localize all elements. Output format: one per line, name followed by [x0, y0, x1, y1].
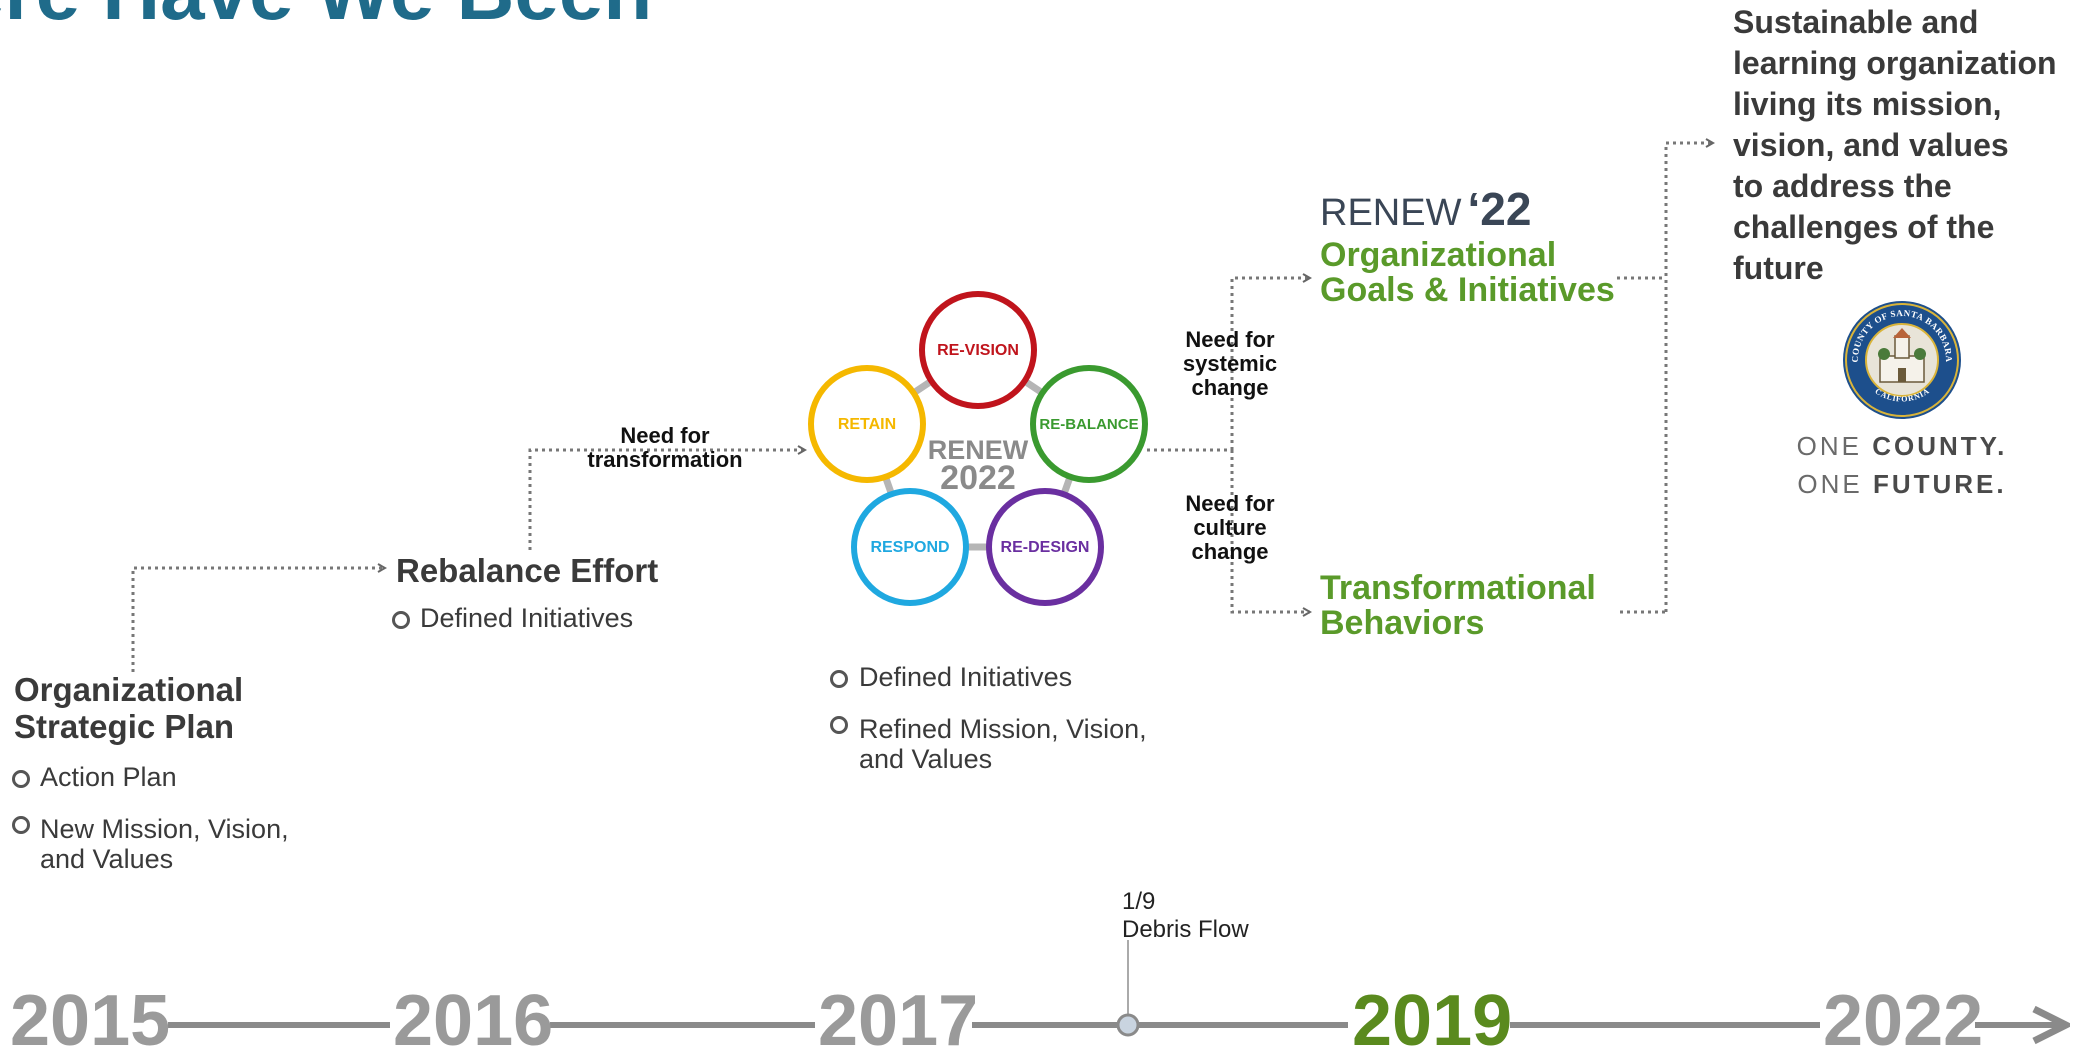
need-line: Need for: [620, 423, 710, 448]
behaviors-line2: Behaviors: [1320, 604, 1485, 643]
event-marker: [1116, 1013, 1140, 1037]
behaviors-heading: Transformational Behaviors: [1320, 569, 1596, 643]
event-date: 1/9: [1122, 888, 1156, 915]
goals-line1: Organizational: [1320, 236, 1557, 274]
osp-heading-line2: Strategic Plan: [14, 707, 235, 745]
outcome-text: Sustainable and learning organization li…: [1733, 2, 2057, 289]
osp-heading-line1: Organizational: [14, 671, 244, 708]
year-2022: 2022: [1823, 981, 1984, 1061]
connector-merge: [1664, 143, 1713, 612]
re-design-circle: [986, 488, 1104, 606]
outcome-line: Sustainable and: [1733, 4, 1979, 40]
year-2019: 2019: [1352, 981, 1513, 1061]
retain-label: RETAIN: [838, 416, 896, 433]
goals-line2: Goals & Initiatives: [1320, 271, 1615, 310]
year-2017: 2017: [818, 981, 979, 1061]
respond-circle: [851, 488, 969, 606]
respond-label: RESPOND: [870, 539, 949, 556]
outcome-line: learning organization: [1733, 44, 2057, 81]
county-seal-icon: COUNTY OF SANTA BARBARA CALIFORNIA: [1843, 301, 1961, 419]
bullet-circle-icon: [830, 670, 848, 688]
behaviors-line1: Transformational: [1320, 569, 1596, 607]
need-line: transformation: [587, 447, 743, 473]
goals-heading: Organizational Goals & Initiatives: [1320, 236, 1615, 310]
bullet-circle-icon: [12, 816, 30, 834]
need-line: culture: [1193, 515, 1267, 541]
bullet-circle-icon: [830, 716, 848, 734]
outcome-line: challenges of the: [1733, 208, 1995, 245]
need-line: Need for: [1185, 491, 1275, 516]
need-line: change: [1191, 375, 1269, 401]
renew22-year: ‘22: [1467, 183, 1532, 235]
need-transformation-label: Need for transformation: [565, 423, 765, 473]
re-design-label: RE-DESIGN: [1001, 539, 1090, 556]
connector-rebalance-to-renew: [528, 450, 805, 550]
re-balance-label: RE-BALANCE: [1039, 416, 1138, 433]
rebalance-heading: Rebalance Effort: [396, 552, 659, 589]
wheel-center-word: RENEW: [928, 435, 1029, 465]
need-culture-label: Need for culture change: [1170, 491, 1290, 565]
outcome-line: future: [1733, 249, 1824, 286]
year-2016: 2016: [393, 981, 554, 1061]
connector-branch-up: [1230, 278, 1310, 450]
need-line: change: [1191, 539, 1269, 565]
osp-heading: Organizational Strategic Plan: [14, 671, 244, 746]
county-slogan: ONE COUNTY. ONE FUTURE.: [1790, 428, 2014, 503]
connector-osp-to-rebalance: [131, 568, 385, 672]
retain-circle: [808, 365, 926, 483]
osp-bullet-text: New Mission, Vision,: [40, 814, 289, 844]
year-2015: 2015: [10, 981, 171, 1061]
renew-wheel-circles: [808, 291, 1148, 606]
renew-bullet-text-cont: and Values: [859, 744, 993, 775]
osp-bullet-text-cont: and Values: [40, 844, 174, 875]
re-vision-label: RE-VISION: [937, 342, 1019, 359]
slogan-line1: ONE COUNTY.: [1790, 428, 2014, 466]
renew-bullet-text: Refined Mission, Vision,: [859, 714, 1147, 744]
need-line: systemic: [1182, 351, 1278, 377]
slogan-one: ONE: [1797, 468, 1873, 499]
need-line: Need for: [1185, 327, 1275, 352]
need-systemic-label: Need for systemic change: [1170, 327, 1290, 401]
page-title: ere Have We Been: [0, 0, 652, 32]
bullet-circle-icon: [12, 770, 30, 788]
renew22-logo: RENEW‘22: [1320, 186, 1531, 232]
wheel-center-year: 2022: [940, 459, 1016, 497]
slogan-one: ONE: [1796, 431, 1873, 461]
debris-flow-event: 1/9 Debris Flow: [1122, 888, 1249, 943]
slogan-county: COUNTY.: [1872, 431, 2008, 461]
bullet-circle-icon: [392, 611, 410, 629]
outcome-line: to address the: [1733, 167, 1952, 204]
re-vision-circle: [919, 291, 1037, 409]
re-balance-circle: [1030, 365, 1148, 483]
outcome-line: vision, and values: [1733, 126, 2009, 163]
slogan-future: FUTURE.: [1872, 468, 2007, 499]
slogan-line2: ONE FUTURE.: [1790, 466, 2014, 504]
renew-bullet-text: Defined Initiatives: [859, 662, 1073, 692]
renew22-word: RENEW: [1320, 192, 1462, 234]
osp-bullet-text: Action Plan: [40, 762, 177, 792]
rebalance-bullet-text: Defined Initiatives: [420, 603, 634, 633]
event-label: Debris Flow: [1122, 915, 1249, 943]
connector-branch-down: [1230, 450, 1310, 612]
outcome-line: living its mission,: [1733, 85, 2002, 122]
